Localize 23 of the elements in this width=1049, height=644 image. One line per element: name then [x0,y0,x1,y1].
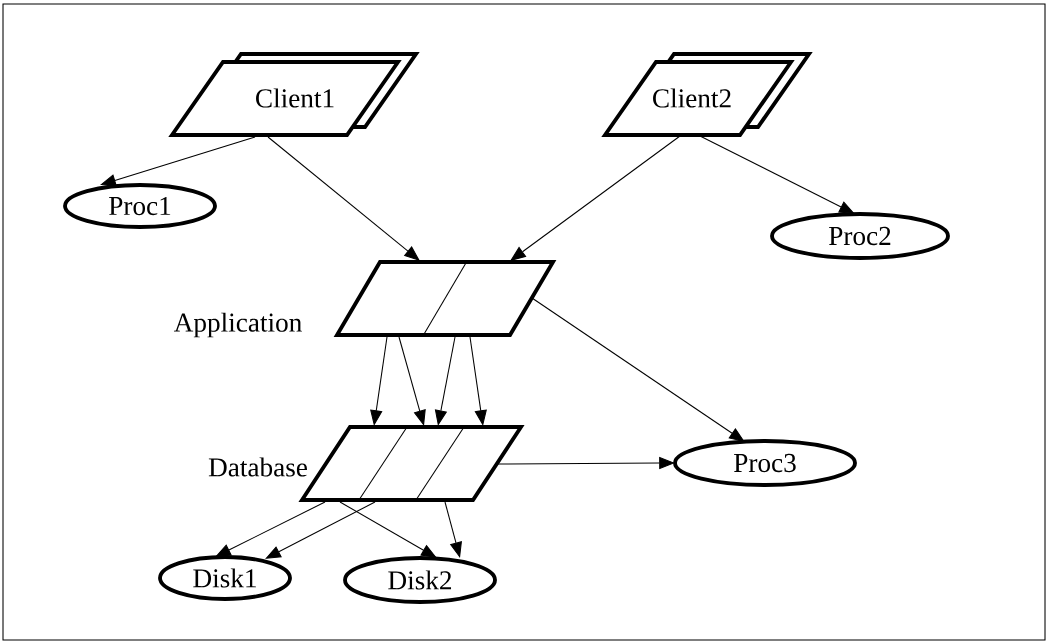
arrow [370,336,388,426]
arrow [434,336,456,426]
arrow [496,456,675,470]
arrow [699,135,855,214]
ellipse-node: Proc1 [63,183,217,229]
node-label: Database [208,457,307,477]
arrow [215,501,326,557]
ellipse-node: Proc2 [770,212,950,260]
arrow [398,336,426,426]
parallelogram-node: Database [208,425,525,502]
arrow [444,501,462,558]
arrow [267,136,420,261]
arrow [339,501,437,558]
parallelogram-node: Application [174,260,557,338]
arrow [531,297,745,442]
arrow [100,136,256,187]
arrow [469,336,487,426]
ellipse-node: Disk1 [158,555,292,601]
arrow [510,135,681,261]
ellipse-node: Proc3 [673,439,857,487]
node-label: Application [173,312,302,338]
arrow [265,501,376,559]
ellipse-node: Disk2 [343,556,497,604]
